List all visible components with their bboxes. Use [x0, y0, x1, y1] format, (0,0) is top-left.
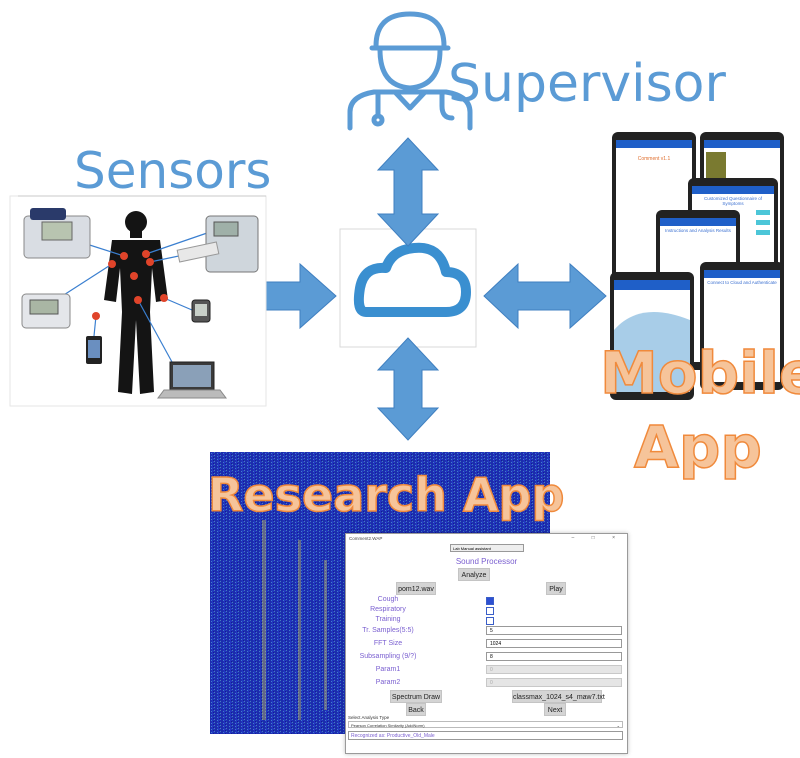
- tr-samples-input[interactable]: 5: [486, 626, 622, 635]
- cough-checkbox[interactable]: [486, 597, 494, 605]
- file-button[interactable]: pom12.wav: [396, 582, 436, 595]
- window-title: Comment2.WAP: [349, 536, 383, 541]
- ecg-monitor-icon: [176, 215, 259, 273]
- next-button[interactable]: Next: [544, 703, 566, 716]
- arrow-left-right-mobile: [483, 262, 607, 330]
- sensors-label: Sensors: [74, 142, 272, 200]
- select-analysis-label: Select Analysis Type: [348, 715, 390, 720]
- sensor-points: [92, 250, 168, 320]
- row-label-training: Training: [375, 616, 401, 623]
- phone-title-2: Customized Questionnaire of Symptoms: [703, 196, 763, 206]
- supervisor-label: Supervisor: [448, 54, 726, 114]
- phone-title-5: Connect to Cloud and Authenticate: [707, 280, 777, 285]
- tab-label[interactable]: Lab Manual assistant: [453, 546, 491, 551]
- smartphone-icon: [86, 336, 102, 364]
- mobile-screens-cluster: [610, 132, 784, 400]
- mobile-label: Mobile: [599, 339, 800, 407]
- param2-input[interactable]: 0: [486, 678, 622, 687]
- analysis-type-select[interactable]: Pearson Correlation Similarity (AddNorm)…: [348, 721, 623, 728]
- row-label-param1: Param1: [375, 666, 401, 673]
- doctor-icon: [347, 11, 473, 131]
- phone-title-3: Instructions and Analysis Results: [665, 228, 731, 233]
- human-body-silhouette: [104, 211, 168, 394]
- spectrum-draw-button[interactable]: Spectrum Draw: [390, 690, 442, 703]
- arrow-up-down-research: [376, 337, 440, 441]
- chevron-down-icon: ⌄: [616, 723, 620, 728]
- row-label-cough: Cough: [377, 596, 399, 603]
- window-heading: Sound Processor: [455, 557, 518, 566]
- arrow-up-down-supervisor: [376, 137, 440, 247]
- param1-input[interactable]: 0: [486, 665, 622, 674]
- back-button[interactable]: Back: [406, 703, 426, 716]
- class-file-button[interactable]: classmax_1024_s4_maw7.txt: [512, 690, 605, 703]
- row-label-param2: Param2: [375, 679, 401, 686]
- subsampling-input[interactable]: 8: [486, 652, 622, 661]
- analyze-button[interactable]: Analyze: [458, 568, 490, 581]
- research-app-window: Comment2.WAP – □ × Lab Manual assistant …: [345, 533, 628, 754]
- window-controls[interactable]: – □ ×: [571, 535, 623, 541]
- laptop-icon: [157, 361, 227, 399]
- smartwatch-icon: [191, 299, 211, 323]
- respiratory-checkbox[interactable]: [486, 607, 494, 615]
- row-label-fft-size: FFT Size: [373, 640, 403, 647]
- spectrogram-bright-bands: [262, 520, 327, 720]
- phone-title-1: Comment v1.1: [637, 156, 671, 162]
- play-button[interactable]: Play: [546, 582, 566, 595]
- training-checkbox[interactable]: [486, 617, 494, 625]
- result-output: Recognized as: Productive_Old_Male: [348, 731, 623, 740]
- scale-device-icon: [21, 293, 71, 329]
- toolbar: Lab Manual assistant: [450, 544, 524, 552]
- research-app-label: Research App: [207, 468, 565, 522]
- row-label-respiratory: Respiratory: [370, 606, 406, 613]
- fft-size-input[interactable]: 1024: [486, 639, 622, 648]
- row-label-subsampling: Subsampling (9/?): [359, 653, 417, 660]
- analysis-type-value: Pearson Correlation Similarity (AddNorm): [351, 723, 425, 728]
- blood-pressure-monitor-icon: [23, 208, 91, 259]
- app-label: App: [633, 413, 762, 481]
- cloud-icon: [353, 242, 471, 317]
- row-label-tr-samples: Tr. Samples(5:5): [362, 627, 414, 634]
